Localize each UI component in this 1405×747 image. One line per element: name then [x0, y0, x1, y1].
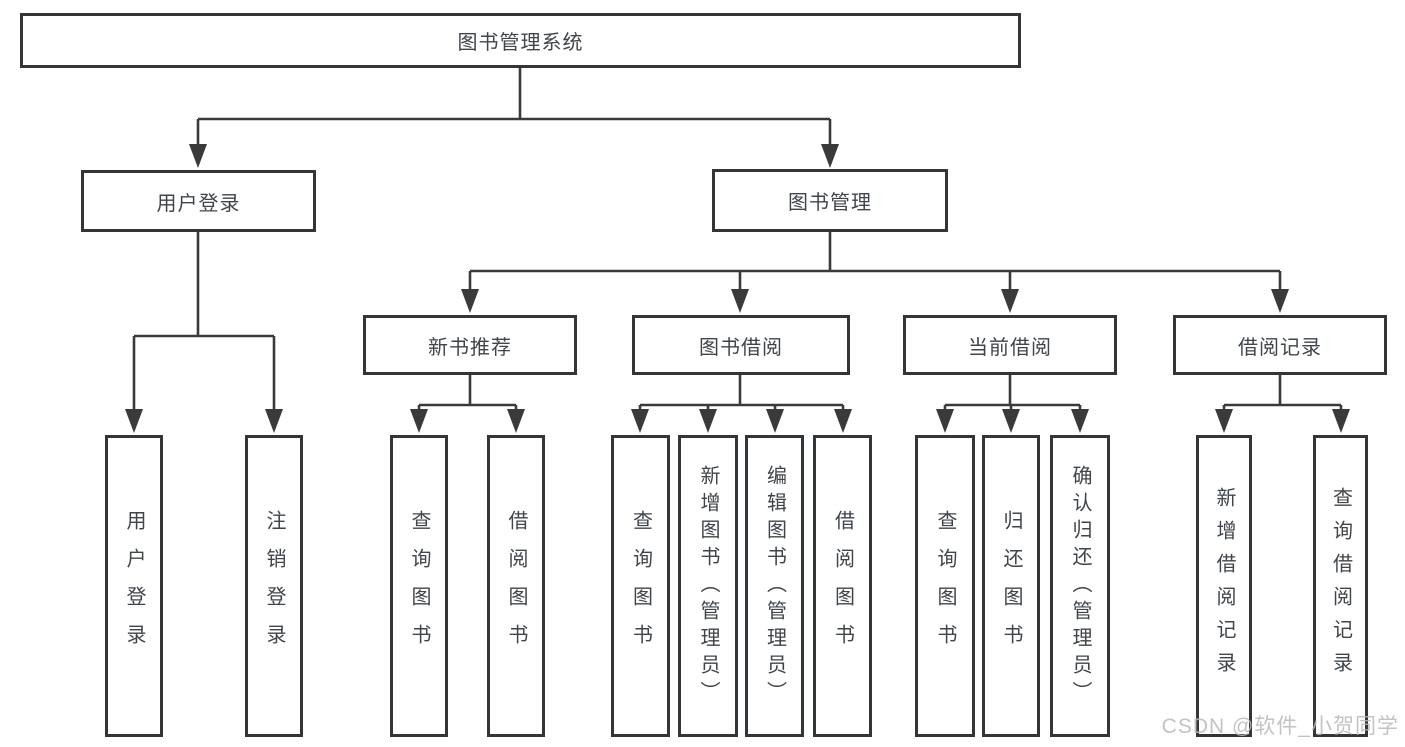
leaf-user-login-label: 用户登录 [123, 510, 145, 662]
leaf-query-books-borrow: 查询图书 [611, 435, 670, 737]
leaf-query-books-recommend-label: 查询图书 [408, 510, 430, 662]
node-book-borrow-label: 图书借阅 [699, 336, 783, 359]
node-borrow-records: 借阅记录 [1173, 315, 1387, 375]
leaf-confirm-return-admin: 确认归还（管理员） [1050, 435, 1110, 737]
leaf-query-books-current-label: 查询图书 [934, 510, 956, 662]
leaf-add-book-admin: 新增图书（管理员） [678, 435, 738, 737]
leaf-borrow-books-borrow-label: 借阅图书 [831, 510, 854, 662]
node-new-book-recommend-label: 新书推荐 [428, 336, 512, 359]
leaf-query-borrow-record-label: 查询借阅记录 [1329, 487, 1352, 685]
leaf-logout-label: 注销登录 [263, 510, 285, 662]
leaf-add-borrow-record: 新增借阅记录 [1196, 435, 1252, 737]
leaf-return-book-label: 归还图书 [1000, 510, 1022, 662]
arrowheads [125, 144, 1350, 433]
node-user-login-label: 用户登录 [156, 192, 241, 215]
leaf-query-books-recommend: 查询图书 [390, 435, 448, 737]
leaf-return-book: 归还图书 [982, 435, 1040, 737]
connector-paths [132, 67, 1343, 415]
leaf-query-borrow-record: 查询借阅记录 [1313, 435, 1368, 737]
leaf-borrow-books-recommend-label: 借阅图书 [505, 510, 527, 662]
node-borrow-records-label: 借阅记录 [1238, 336, 1322, 359]
node-user-login: 用户登录 [81, 170, 316, 232]
node-library-system: 图书管理系统 [20, 13, 1021, 68]
node-library-system-label: 图书管理系统 [457, 32, 584, 54]
leaf-confirm-return-admin-label: 确认归还（管理员） [1069, 464, 1091, 708]
node-book-management-label: 图书管理 [788, 192, 872, 214]
node-book-management: 图书管理 [712, 169, 948, 232]
leaf-user-login: 用户登录 [105, 435, 163, 737]
node-new-book-recommend: 新书推荐 [363, 315, 577, 375]
leaf-borrow-books-recommend: 借阅图书 [487, 435, 545, 737]
node-book-borrow: 图书借阅 [632, 315, 850, 375]
leaf-borrow-books-borrow: 借阅图书 [813, 435, 872, 737]
node-current-borrow-label: 当前借阅 [968, 336, 1052, 359]
leaf-edit-book-admin: 编辑图书（管理员） [745, 435, 804, 737]
leaf-edit-book-admin-label: 编辑图书（管理员） [763, 464, 786, 708]
leaf-add-borrow-record-label: 新增借阅记录 [1213, 487, 1235, 685]
node-current-borrow: 当前借阅 [903, 315, 1117, 375]
watermark: CSDN @软件_小贺同学 [1161, 715, 1399, 738]
leaf-add-book-admin-label: 新增图书（管理员） [697, 464, 719, 708]
leaf-query-books-current: 查询图书 [915, 435, 975, 737]
leaf-query-books-borrow-label: 查询图书 [629, 510, 652, 662]
leaf-logout: 注销登录 [245, 435, 303, 737]
